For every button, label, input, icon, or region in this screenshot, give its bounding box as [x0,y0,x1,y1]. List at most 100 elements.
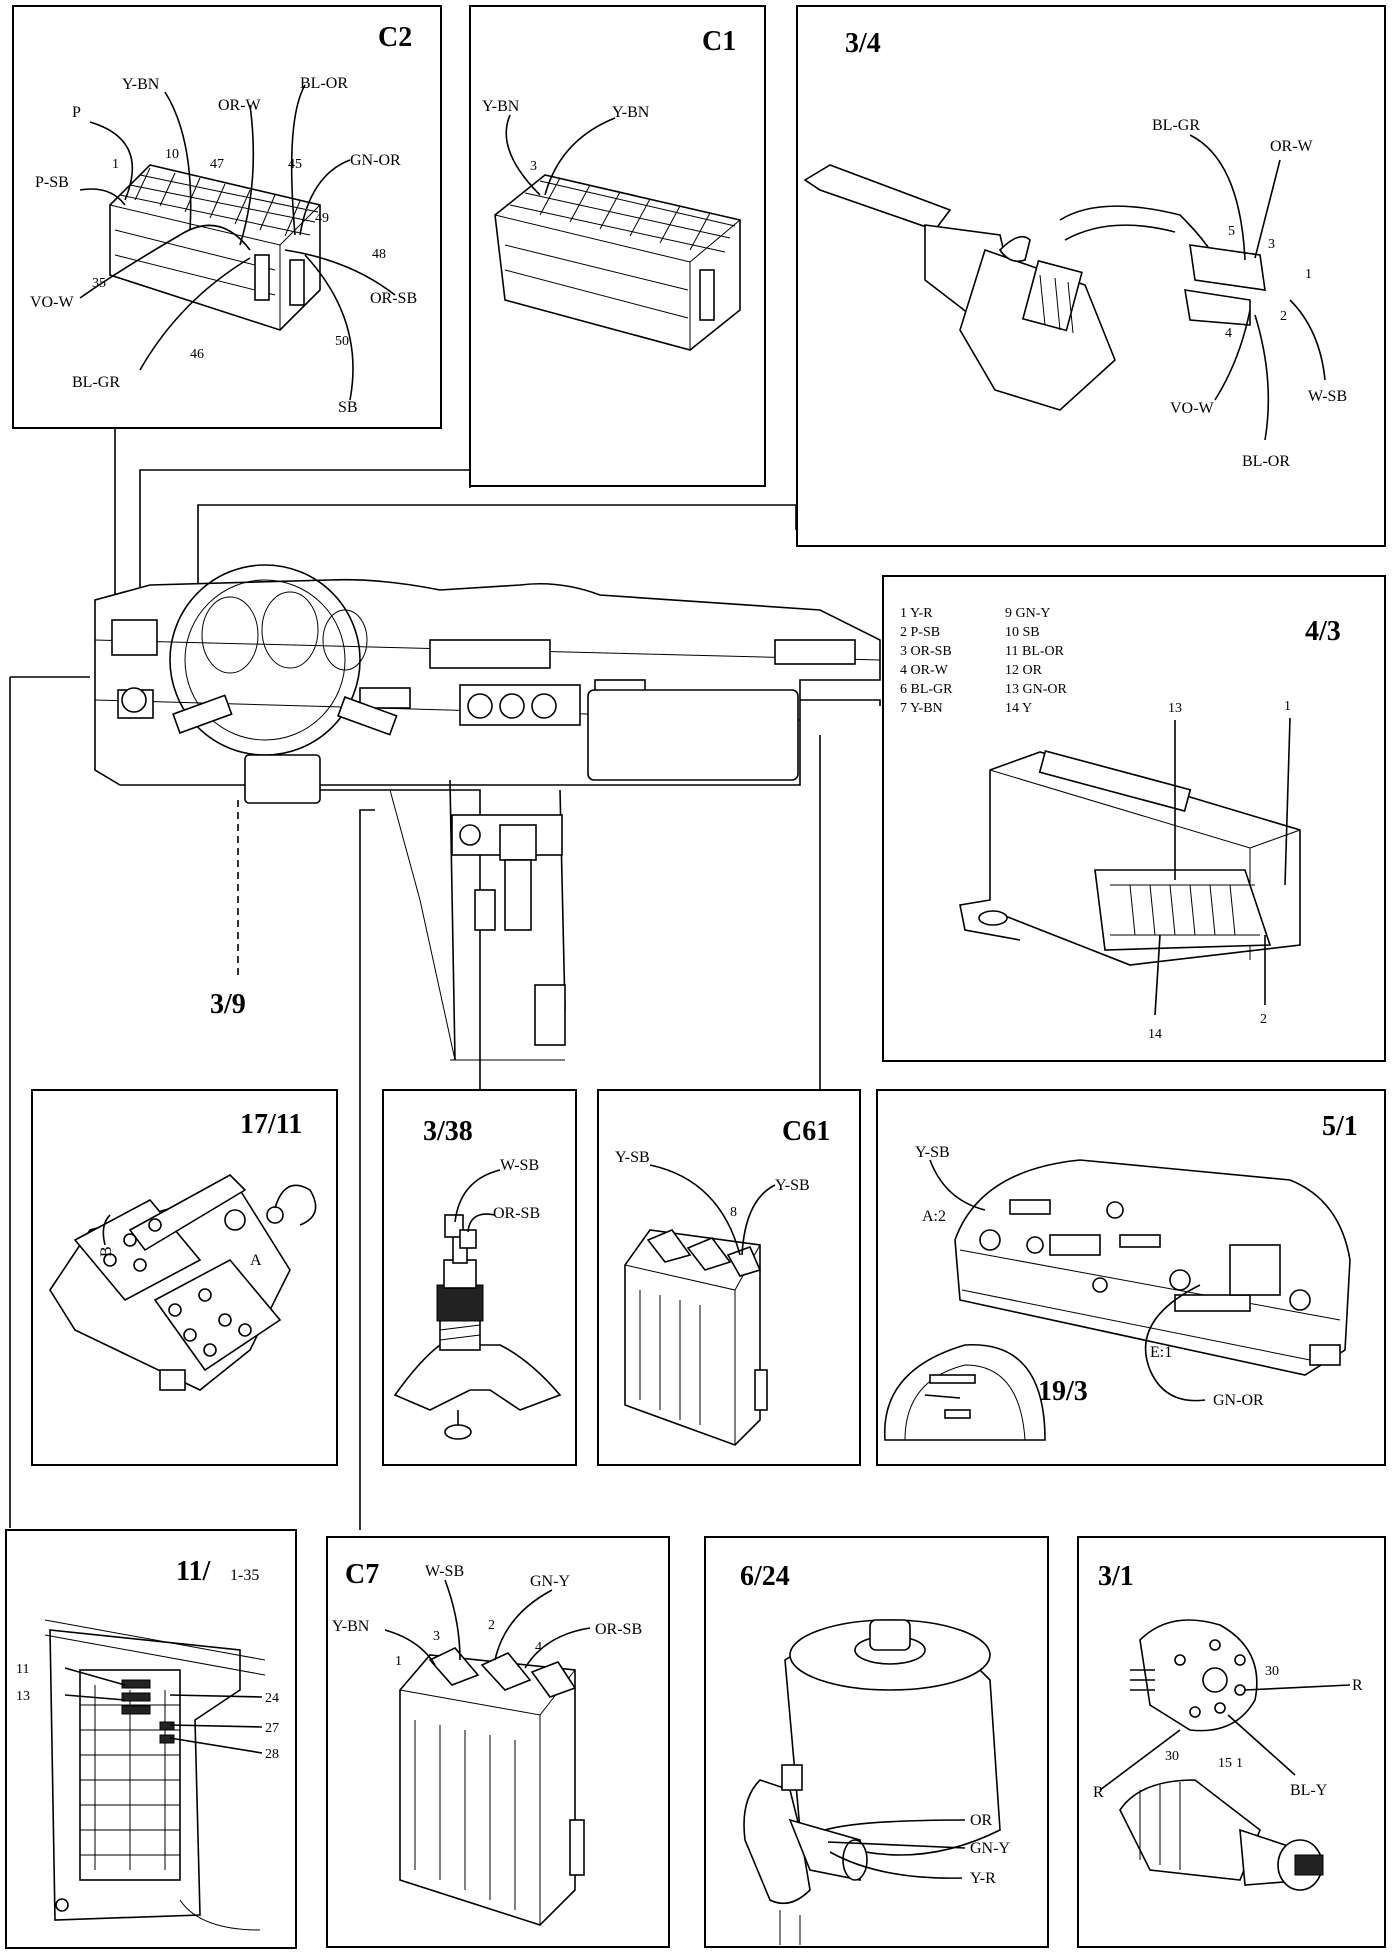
4-3-pin-14-leader [1154,934,1161,1016]
3-4-wire-bl-or [1254,314,1270,441]
5-1-wire-gn-or-label: GN-OR [1213,1392,1264,1409]
c2-pin-45: 45 [288,157,302,172]
c7-wire-w-sb [444,1579,461,1661]
panel-4-3-id: 4/3 [1305,616,1341,647]
panel-4-3: 4/3 1 Y-R 2 P-SB 3 OR-SB 4 OR-W 6 BL-GR … [882,575,1386,1062]
c61-pin-8: 8 [730,1205,737,1220]
c2-wire-or-w: OR-W [218,97,262,114]
3-1-pin-30-bottom: 30 [1165,1749,1179,1764]
3-4-wire-bl-gr-label: BL-GR [1152,117,1200,134]
4-3-legend-item: 10 SB [1005,625,1040,640]
c2-wires [79,84,396,401]
c7-wire-gn-y-label: GN-Y [530,1573,570,1590]
4-3-pin-14: 14 [1148,1027,1162,1042]
panel-3-1-id: 3/1 [1098,1561,1134,1592]
c2-wire-p: P [72,104,81,121]
11-pin-11: 11 [16,1662,29,1677]
c7-pin-4: 4 [535,1640,542,1655]
3-4-pin-1: 1 [1305,267,1312,282]
3-1-pin-30-top: 30 [1265,1664,1279,1679]
dashboard-illustration [94,564,881,1061]
11-fuse-box [44,1619,266,1931]
3-1-wire-bl-y [1227,1714,1296,1776]
panel-3-1: 3/1 R R BL-Y 30 30 15 1 [1077,1536,1386,1948]
panel-11-id: 11/ [176,1556,211,1587]
17-11-relay-socket [49,1174,317,1391]
3-1-wire-r-left [1099,1729,1181,1791]
c1-connector [494,174,741,351]
4-3-wire-legend: 1 Y-R 2 P-SB 3 OR-SB 4 OR-W 6 BL-GR 7 Y-… [900,606,1067,716]
4-3-legend-item: 12 OR [1005,663,1043,678]
5-1-wire-gn-or [1144,1284,1206,1402]
c2-wire-vo-w: VO-W [30,294,74,311]
panel-11: 11/ 1-35 11 13 24 27 28 [5,1529,297,1949]
panel-5-1: 5/1 Y-SB A:2 E:1 GN-OR [876,1089,1386,1466]
c2-wire-gn-or: GN-OR [350,152,401,169]
11-pin-28: 28 [265,1747,279,1762]
panel-11-frame [5,1529,297,1949]
5-1-wire-y-sb-label: Y-SB [915,1144,950,1161]
panel-6-24-frame [704,1536,1049,1948]
3-4-pin-4: 4 [1225,326,1232,341]
c7-pin-1: 1 [395,1654,402,1669]
3-4-wire-w-sb-label: W-SB [1308,388,1347,405]
11-pin-24: 24 [265,1691,279,1706]
c61-wire-left [649,1164,741,1256]
4-3-pin-2: 2 [1260,1012,1267,1027]
3-38-wire-or-sb [467,1213,496,1233]
panel-c61-id: C61 [782,1116,830,1147]
c1-wire-left [505,114,541,196]
panel-c61-frame [597,1089,861,1466]
3-4-stalk-switch [803,164,1266,411]
6-24-wire-or [824,1819,966,1831]
3-1-wire-bl-y-label: BL-Y [1290,1782,1328,1799]
panel-5-1-id: 5/1 [1322,1111,1358,1142]
c7-wire-w-sb-label: W-SB [425,1563,464,1580]
c7-wire-gn-y [494,1589,553,1661]
panel-c2-id: C2 [378,22,412,53]
3-4-wire-or-w-label: OR-W [1270,138,1314,155]
panel-3-9-id: 3/9 [210,989,246,1020]
c61-wire-right [741,1184,776,1256]
panel-3-4-frame [796,5,1386,547]
c2-pin-1: 1 [112,157,119,172]
3-38-wire-w-sb [454,1169,501,1223]
4-3-relay-module [959,749,1301,966]
c7-pin-3: 3 [433,1629,440,1644]
6-24-wire-gn-y-label: GN-Y [970,1840,1010,1857]
c7-pin-2: 2 [488,1618,495,1633]
3-1-ignition-switch [1119,1619,1324,1891]
c7-wire-or-sb [524,1627,591,1669]
panel-3-38-id: 3/38 [423,1116,473,1147]
panel-c7-frame [326,1536,670,1948]
11-pin-11-leader [64,1667,126,1686]
c2-wire-y-bn: Y-BN [122,76,160,93]
3-1-wire-r-right-label: R [1352,1677,1363,1694]
panel-c2-frame [12,5,442,429]
panel-c1: C1 Y-BN Y-BN 3 [469,5,766,487]
4-3-legend-item: 11 BL-OR [1005,644,1065,659]
5-1-wire-y-sb [929,1159,986,1211]
6-24-wire-y-r [829,1851,963,1879]
panel-c2: C2 [12,5,442,429]
c2-pin-49: 49 [315,211,329,226]
panel-c1-id: C1 [702,26,736,57]
5-1-instrument-cluster [954,1159,1351,1376]
11-pin-13: 13 [16,1689,30,1704]
3-4-wire-vo-w-label: VO-W [1170,400,1214,417]
panel-3-4-id: 3/4 [845,28,881,59]
3-1-wire-r-right [1244,1684,1351,1691]
17-11-mark-a: A [250,1252,262,1269]
4-3-pin-1: 1 [1284,699,1291,714]
3-4-wire-vo-w [1214,309,1251,401]
11-pin-13-leader [64,1694,126,1701]
4-3-legend-item: 14 Y [1005,701,1032,716]
c1-wire-right [544,117,616,196]
6-24-sensor [743,1619,1001,1945]
4-3-legend-item: 2 P-SB [900,625,940,640]
c61-wire-y-sb-left: Y-SB [615,1149,650,1166]
c2-pin-46: 46 [190,347,204,362]
11-pin-28-leader [169,1737,263,1754]
c1-wire-y-bn-right: Y-BN [612,104,650,121]
